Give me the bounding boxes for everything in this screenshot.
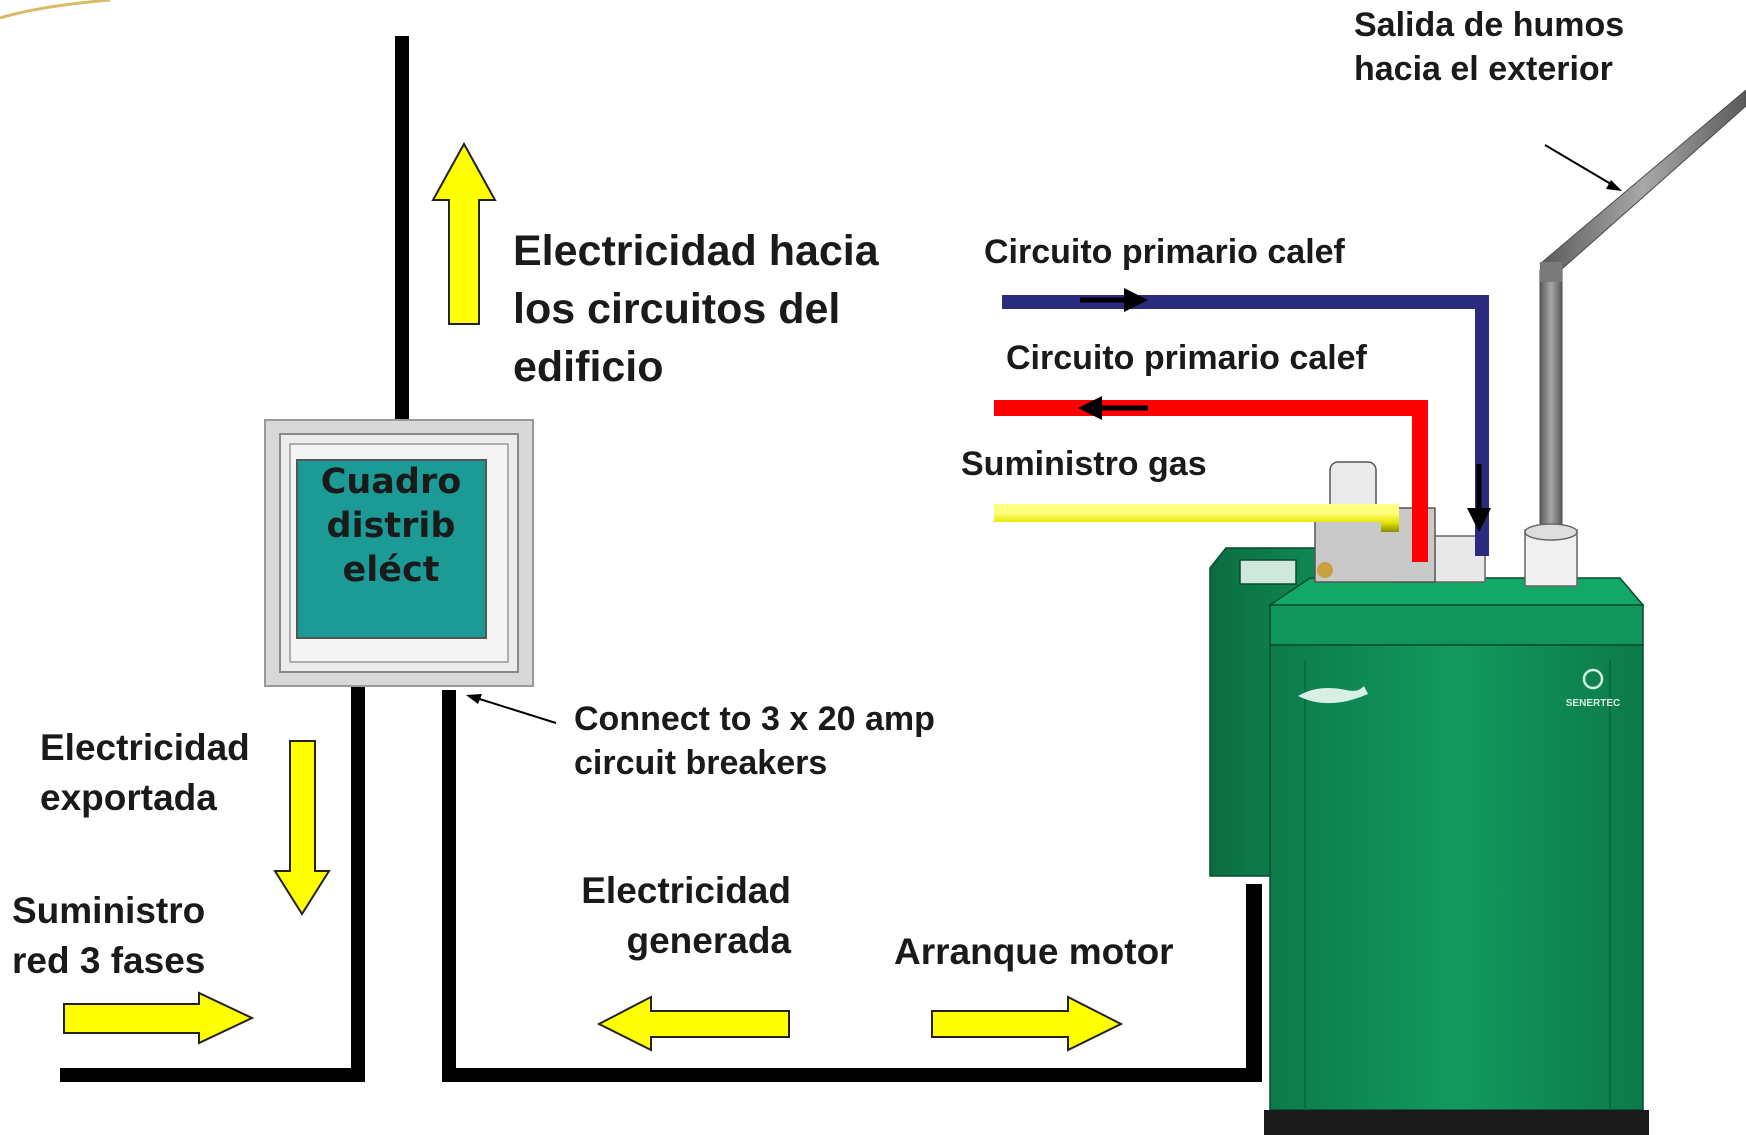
panel-label-line: distrib: [326, 506, 456, 546]
unit-upper-band: [1269, 604, 1644, 646]
panel-screen: [296, 459, 487, 639]
wire-grid-vertical: [351, 686, 365, 1082]
unit-display: [1239, 559, 1297, 585]
wire-to-building: [395, 36, 409, 432]
label-line: Connect to 3 x 20 amp: [574, 700, 935, 738]
wire-unit-vertical: [1246, 884, 1262, 1082]
label-electricity-to-building: Electricidad hacia los circuitos del edi…: [513, 222, 879, 396]
label-circuit-breakers: Connect to 3 x 20 amp circuit breakers: [574, 697, 935, 785]
flue-elbow: [1540, 262, 1562, 282]
pipe-yellow: [994, 504, 1399, 532]
leader-line-icon: [469, 695, 557, 724]
label-line: Electricidad: [40, 727, 250, 768]
brand-label: SENERTEC: [1566, 698, 1620, 709]
label-gas-supply: Suministro gas: [961, 445, 1207, 483]
leader-lines: [466, 144, 1622, 724]
label-line: hacia el exterior: [1354, 50, 1613, 88]
wire-generator-horizontal: [442, 1068, 1262, 1082]
chp-unit: SENERTEC: [1209, 461, 1649, 1135]
pipe-blue: [1002, 295, 1489, 556]
pipe-flow-arrows: [1078, 288, 1491, 532]
flue-collar-top: [1524, 523, 1578, 541]
distribution-panel: [264, 419, 534, 687]
flue-vertical: [1539, 269, 1563, 533]
arrow-left-icon: [596, 995, 790, 1052]
label-line: edificio: [513, 343, 664, 391]
arrow-down-icon: [273, 740, 331, 916]
leader-line-icon: [1544, 144, 1617, 188]
label-line: Salida de humos: [1354, 6, 1625, 44]
flow-arrowhead: [1078, 396, 1102, 420]
flow-arrowhead: [1467, 508, 1491, 532]
panel-label: Cuadro distrib eléct: [296, 460, 486, 592]
flow-arrows: [63, 141, 1124, 1052]
label-heating-circuit-flow: Circuito primario calef: [984, 233, 1345, 271]
panel-label-line: eléct: [342, 550, 440, 590]
wires: [60, 36, 1262, 1082]
label-line: Suministro: [12, 890, 206, 931]
label-generated-electricity: Electricidad generada: [551, 866, 791, 966]
brand-emblem-icon: [1582, 668, 1604, 690]
arrow-right-icon: [931, 995, 1124, 1052]
flow-arrowhead: [1124, 288, 1148, 312]
valve-knob: [1317, 562, 1333, 578]
label-line: circuit breakers: [574, 744, 828, 782]
label-heating-circuit-return: Circuito primario calef: [1006, 339, 1367, 377]
panel-label-line: Cuadro: [320, 462, 462, 502]
leader-arrowhead: [466, 694, 482, 704]
unit-base: [1264, 1110, 1649, 1135]
leader-arrowhead: [1606, 180, 1622, 191]
label-flue-outlet: Salida de humos hacia el exterior: [1354, 3, 1624, 91]
flue-diagonal: [1539, 89, 1746, 277]
label-line: Electricidad: [581, 870, 791, 911]
decorative-swoosh: [0, 0, 111, 20]
label-line: generada: [626, 920, 791, 961]
flue-pipe: [1539, 89, 1746, 533]
wire-grid-horizontal: [60, 1068, 365, 1082]
label-engine-start: Arranque motor: [894, 931, 1174, 972]
arrow-up-icon: [431, 141, 497, 325]
label-line: red 3 fases: [12, 940, 206, 981]
unit-front: [1269, 644, 1644, 1111]
label-line: los circuitos del: [513, 285, 841, 333]
arrow-right-icon: [63, 991, 255, 1045]
label-line: exportada: [40, 777, 217, 818]
label-line: Electricidad hacia: [513, 227, 879, 275]
brand-logo-icon: [1298, 686, 1368, 704]
label-exported-electricity: Electricidad exportada: [40, 723, 250, 823]
wire-generator-vertical: [442, 690, 456, 1082]
label-grid-supply: Suministro red 3 fases: [12, 886, 205, 986]
